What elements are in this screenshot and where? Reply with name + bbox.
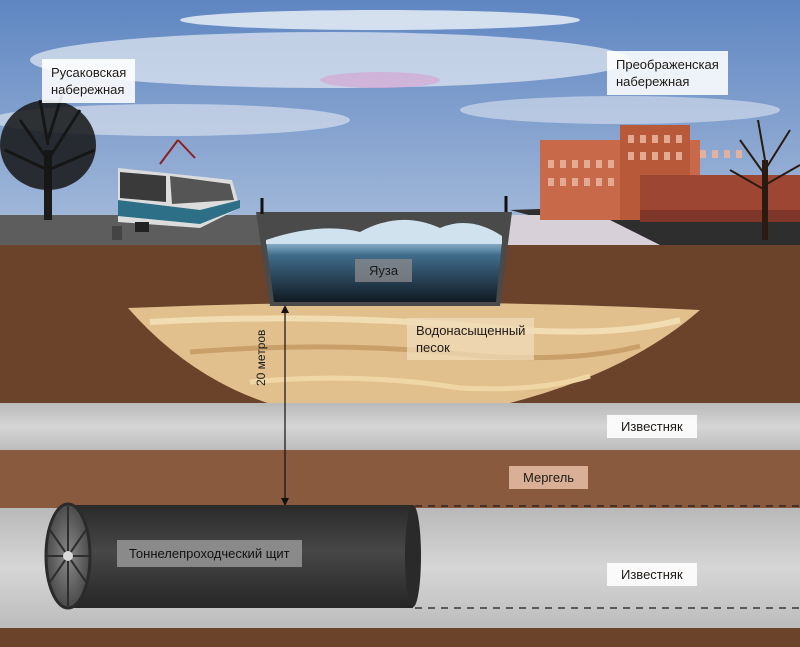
cloud [460, 96, 780, 124]
cloud [180, 10, 580, 30]
cloud [30, 32, 630, 88]
tree-icon [0, 94, 96, 220]
arrow-head-top [281, 305, 289, 313]
bottom-soil [0, 628, 800, 647]
tree-icon [729, 119, 800, 240]
sand-label: Водонасыщенный песок [407, 318, 535, 360]
river-waves [266, 219, 502, 244]
shield-label: Тоннелепроходческий щит [117, 540, 302, 567]
river-label: Яуза [355, 259, 413, 282]
snowy-bank [500, 215, 660, 245]
limestone-upper-label: Известняк [607, 415, 697, 438]
tram-icon [112, 139, 240, 240]
depth-label: 20 метров [254, 329, 268, 386]
arrow-head-bottom [281, 498, 289, 506]
left-bank-label: Русаковская набережная [42, 59, 136, 103]
marl-layer [0, 450, 800, 508]
marl-label: Мергель [509, 466, 589, 489]
limestone-lower-label: Известняк [607, 563, 697, 586]
cloud [320, 72, 440, 88]
building-icon [540, 125, 800, 222]
sand-band [249, 373, 591, 392]
right-bank-label: Преображенская набережная [607, 51, 728, 95]
